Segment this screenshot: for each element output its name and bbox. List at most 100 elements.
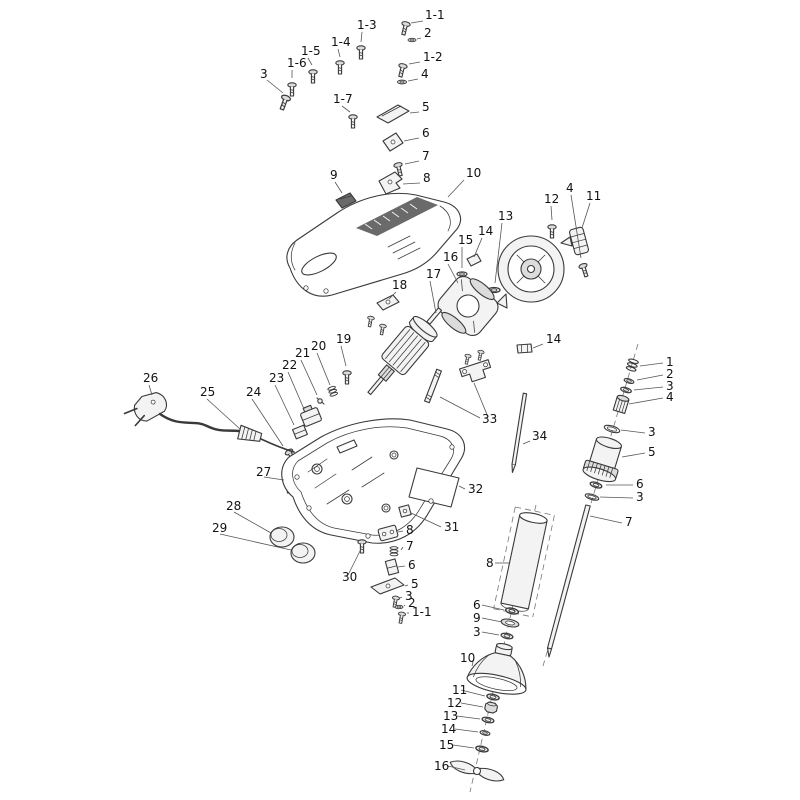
part-label: 11 bbox=[586, 189, 601, 203]
leader-line bbox=[447, 263, 459, 284]
leader-line bbox=[532, 343, 544, 349]
part-label: 18 bbox=[392, 278, 407, 292]
part-label: 17 bbox=[426, 267, 441, 281]
part-label: 34 bbox=[532, 429, 547, 443]
part-label: 16 bbox=[443, 250, 458, 264]
part-pin-21 bbox=[316, 397, 325, 405]
leader-line bbox=[550, 205, 553, 221]
part-plate-8 bbox=[377, 524, 399, 542]
part-bell-housing-10 bbox=[466, 642, 527, 695]
part-block-14 bbox=[466, 253, 482, 267]
leader-line bbox=[570, 194, 582, 259]
leader-line bbox=[251, 398, 284, 447]
part-label: 8 bbox=[406, 523, 414, 537]
leader-line bbox=[397, 530, 404, 533]
part-label: 2 bbox=[408, 596, 416, 610]
leader-line bbox=[447, 179, 465, 198]
leader-line bbox=[473, 382, 489, 418]
leader-line bbox=[633, 386, 664, 391]
part-button-9 bbox=[335, 192, 357, 209]
part-blade-16 bbox=[449, 760, 505, 782]
leader-line bbox=[581, 202, 591, 229]
part-bracket-8 bbox=[378, 171, 403, 195]
part-cap-29 bbox=[290, 542, 316, 564]
part-label: 2 bbox=[424, 26, 432, 40]
part-label: 10 bbox=[466, 166, 481, 180]
part-shaft-34 bbox=[511, 392, 528, 474]
part-gear-4 bbox=[612, 394, 630, 414]
part-label: 4 bbox=[566, 181, 574, 195]
part-label: 29 bbox=[212, 521, 227, 535]
shell-label-plate bbox=[408, 467, 460, 508]
leader-line bbox=[471, 657, 475, 667]
part-label: 19 bbox=[336, 332, 351, 346]
part-label: 1 bbox=[666, 355, 674, 369]
leader-line bbox=[456, 715, 481, 720]
part-label: 7 bbox=[406, 539, 414, 553]
part-label: 7 bbox=[422, 149, 430, 163]
leader-line bbox=[589, 515, 623, 524]
part-brush-bracket-33 bbox=[459, 359, 492, 383]
part-stator-16 bbox=[437, 275, 499, 337]
parts-layer bbox=[123, 20, 640, 782]
leader-line bbox=[410, 512, 442, 528]
leader-line bbox=[266, 79, 284, 94]
leader-line bbox=[307, 57, 313, 66]
leader-line bbox=[148, 384, 153, 396]
part-label: 31 bbox=[444, 520, 459, 534]
leader-line bbox=[599, 496, 634, 499]
leader-line bbox=[219, 533, 292, 551]
part-oring-3b bbox=[603, 424, 621, 434]
part-label: 1-2 bbox=[423, 50, 443, 64]
leader-line bbox=[452, 744, 475, 749]
part-clip-14 bbox=[516, 343, 533, 354]
part-label: 12 bbox=[447, 696, 462, 710]
leader-line bbox=[620, 429, 646, 434]
part-label: 1-6 bbox=[287, 56, 307, 70]
part-label: 33 bbox=[482, 412, 497, 426]
part-washer-4 bbox=[397, 79, 407, 85]
part-label: 7 bbox=[625, 515, 633, 529]
part-lead-wire bbox=[260, 438, 295, 453]
part-label: 5 bbox=[648, 445, 656, 459]
grip-opening bbox=[301, 252, 337, 276]
part-label: 6 bbox=[636, 477, 644, 491]
part-block-6b bbox=[384, 558, 400, 576]
part-label: 14 bbox=[546, 332, 561, 346]
part-label: 12 bbox=[544, 192, 559, 206]
leader-line bbox=[416, 37, 422, 40]
part-label: 9 bbox=[473, 611, 481, 625]
part-label: 8 bbox=[423, 171, 431, 185]
leader-line bbox=[460, 702, 484, 708]
leader-line bbox=[300, 359, 318, 396]
part-label: 1-5 bbox=[301, 44, 321, 58]
part-label: 3 bbox=[405, 589, 413, 603]
leader-line bbox=[360, 31, 363, 43]
part-label: 3 bbox=[636, 490, 644, 504]
part-power-plug-26 bbox=[123, 392, 167, 427]
leader-line bbox=[316, 352, 331, 386]
leader-line bbox=[347, 548, 362, 576]
leader-line bbox=[481, 617, 503, 623]
part-label: 3 bbox=[260, 67, 268, 81]
leader-line bbox=[334, 181, 343, 194]
leader-line bbox=[429, 280, 437, 314]
part-label: 3 bbox=[473, 625, 481, 639]
leader-line bbox=[397, 565, 406, 568]
leader-line bbox=[340, 345, 347, 367]
leader-line bbox=[407, 78, 419, 82]
part-label: 2 bbox=[666, 367, 674, 381]
leader-line bbox=[481, 631, 500, 636]
part-label: 1-1 bbox=[425, 8, 445, 22]
leader-line bbox=[404, 160, 420, 165]
part-label: 9 bbox=[330, 168, 338, 182]
part-drive-shaft-7 bbox=[546, 504, 591, 658]
part-label: 5 bbox=[422, 100, 430, 114]
part-nut-12 bbox=[484, 701, 499, 714]
leader-line bbox=[388, 291, 397, 300]
part-label: 13 bbox=[443, 709, 458, 723]
part-label: 1-1 bbox=[412, 605, 432, 619]
